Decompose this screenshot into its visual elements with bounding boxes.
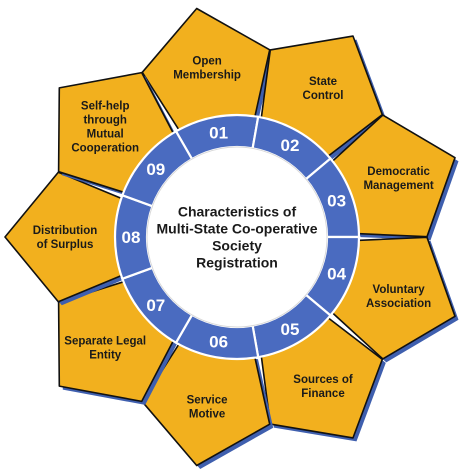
number-01: 01 [209, 124, 228, 143]
label-line: Voluntary [373, 284, 426, 296]
label-line: Democratic [367, 166, 430, 178]
title-line: Society [212, 238, 262, 254]
label-line: Management [363, 180, 433, 192]
label-05: Sources of Finance [293, 374, 353, 400]
label-line: Finance [301, 388, 344, 400]
number-07: 07 [146, 296, 165, 315]
label-08: Distribution of Surplus [33, 225, 98, 251]
title-line: Multi-State Co-operative [156, 221, 317, 237]
title-line: Characteristics of [178, 204, 297, 220]
label-line: Distribution [33, 225, 98, 237]
label-line: Control [303, 90, 344, 102]
label-line: Separate Legal [64, 336, 146, 348]
label-line: Association [366, 298, 431, 310]
label-line: Mutual [87, 128, 124, 140]
number-09: 09 [146, 160, 165, 179]
label-line: Cooperation [71, 142, 139, 154]
number-03: 03 [327, 192, 346, 211]
label-line: Self-help [81, 100, 130, 112]
number-06: 06 [209, 332, 228, 351]
label-line: Motive [189, 408, 225, 420]
label-line: State [309, 76, 337, 88]
number-08: 08 [122, 228, 141, 247]
number-02: 02 [281, 136, 300, 155]
label-line: Sources of [293, 374, 353, 386]
title-line: Registration [196, 255, 278, 271]
number-05: 05 [281, 320, 300, 339]
label-line: through [83, 114, 126, 126]
label-line: Service [187, 394, 228, 406]
center-circle [146, 146, 328, 328]
label-line: Open [192, 56, 221, 68]
label-line: Entity [89, 350, 122, 362]
number-04: 04 [327, 264, 346, 283]
label-line: Membership [173, 70, 241, 82]
petal-08 [4, 171, 124, 303]
label-line: of Surplus [37, 239, 94, 251]
